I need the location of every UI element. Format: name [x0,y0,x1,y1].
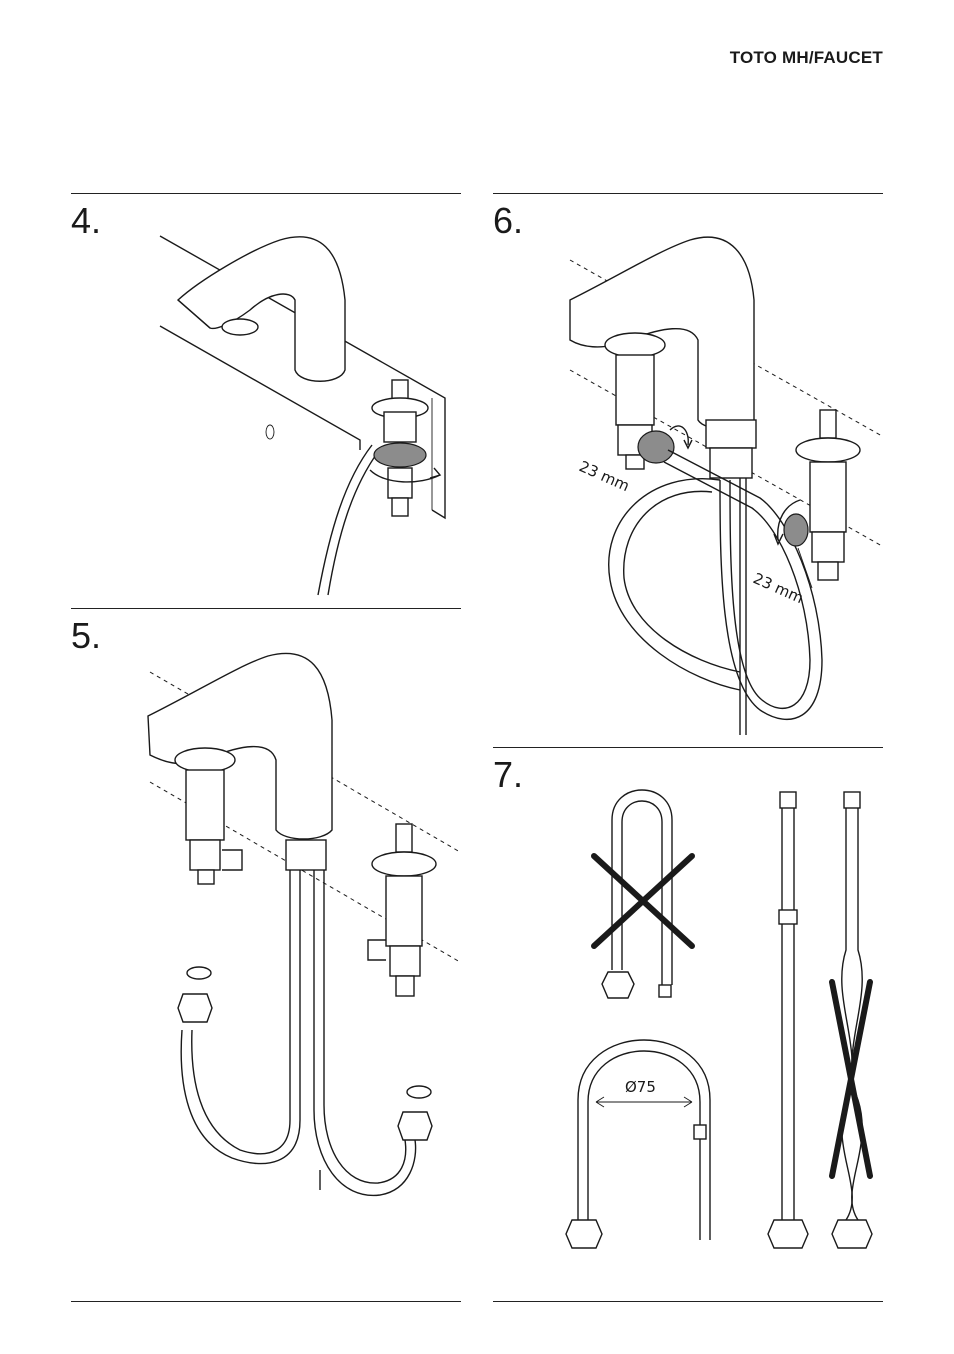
diameter-label: Ø75 [625,1078,656,1096]
